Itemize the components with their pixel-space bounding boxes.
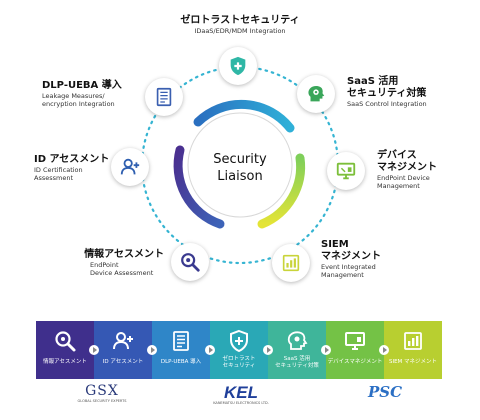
arrow-icon (205, 345, 215, 355)
step-id-assessment: ID アセスメント (94, 321, 157, 379)
arc-top (193, 99, 295, 133)
arc-left (173, 145, 225, 229)
step-zero-trust-label: ゼロトラスト セキュリティ (223, 356, 256, 370)
dlp-sub-1: Leakage Measures/ (42, 92, 105, 100)
siem-title-1: SIEM (321, 239, 349, 250)
bar-chart-icon (282, 254, 300, 272)
brain-gear-node (297, 75, 335, 113)
shield-node (219, 47, 257, 85)
document-node (145, 78, 183, 116)
search-node (171, 243, 209, 281)
dlp-title: DLP-UEBA 導入 (42, 80, 122, 91)
device-sub-1: EndPoint Device (377, 174, 430, 182)
id-assess-title: ID アセスメント (34, 154, 110, 165)
step-dlp: DLP-UEBA 導入 (152, 321, 215, 379)
gsx-logo-sub: GLOBAL SECURITY EXPERTS (77, 399, 127, 403)
step-info-assessment: 情報アセスメント (36, 321, 99, 379)
info-assess-title: 情報アセスメント (84, 249, 164, 260)
step-saas-label-2: セキュリティ対策 (275, 363, 319, 369)
device-label: デバイス マネジメント EndPoint Device Management (377, 150, 437, 190)
id-assess-label: ID アセスメント ID Certification Assessment (34, 154, 109, 182)
psc-logo: PSC (360, 384, 410, 401)
info-assess-sub-2: Device Assessment (90, 269, 154, 277)
step-siem: SIEM マネジメント (384, 321, 442, 379)
monitor-icon (345, 332, 365, 350)
document-icon (156, 87, 172, 107)
step-zero-trust: ゼロトラスト セキュリティ (210, 321, 273, 379)
device-title-1: デバイス (377, 150, 417, 161)
step-siem-label: SIEM マネジメント (388, 359, 438, 365)
psc-logo-text: PSC (367, 383, 403, 401)
center-title: Security Liaison (190, 151, 290, 185)
device-sub-2: Management (377, 182, 420, 190)
bar-chart-icon (404, 332, 422, 350)
add-user-node (111, 148, 149, 186)
saas-title-2: セキュリティ対策 (347, 88, 427, 99)
step-info-assessment-label: 情報アセスメント (43, 359, 87, 365)
kel-logo: KEL KANEMATSU ELECTRONICS LTD. (206, 384, 276, 406)
id-assess-sub-2: Assessment (34, 174, 73, 182)
kel-logo-sub: KANEMATSU ELECTRONICS LTD. (213, 401, 269, 405)
step-saas-label-1: SaaS 活用 (283, 356, 311, 362)
siem-label: SIEM マネジメント Event Integrated Management (321, 239, 381, 279)
step-device: デバイスマネジメント (326, 321, 389, 379)
saas-title-1: SaaS 活用 (347, 76, 399, 87)
inner-circle (187, 112, 293, 218)
dlp-label: DLP-UEBA 導入 Leakage Measures/ encryption… (42, 80, 122, 108)
siem-title-2: マネジメント (321, 251, 381, 262)
saas-label: SaaS 活用 セキュリティ対策 SaaS Control Integratio… (347, 76, 427, 108)
id-assess-sub-1: ID Certification (34, 166, 83, 174)
zero-trust-sub: IDaaS/EDR/MDM Integration (194, 27, 286, 35)
dlp-sub-2: encryption Integration (42, 100, 115, 108)
zero-trust-title: ゼロトラストセキュリティ (180, 15, 300, 26)
brain-gear-icon (287, 331, 308, 350)
step-zero-trust-label-2: セキュリティ (222, 363, 256, 369)
arrow-icon (89, 345, 99, 355)
center-title-line1: Security (213, 152, 267, 167)
step-saas-label: SaaS 活用 セキュリティ対策 (275, 356, 319, 370)
device-title-2: マネジメント (377, 162, 437, 173)
document-icon (173, 331, 189, 351)
arrow-icon (379, 345, 389, 355)
arrow-icon (263, 345, 273, 355)
magnifier-icon (55, 331, 76, 352)
gsx-logo-text: GSX (85, 383, 119, 399)
step-dlp-label: DLP-UEBA 導入 (160, 359, 202, 365)
add-user-icon (120, 158, 140, 175)
kel-logo-text: KEL (224, 383, 258, 402)
siem-sub-1: Event Integrated (321, 263, 376, 271)
step-id-assessment-label: ID アセスメント (102, 359, 144, 365)
arrow-icon (321, 345, 331, 355)
shield-icon (230, 56, 246, 76)
info-assess-sub-1: EndPoint (90, 261, 119, 269)
process-strip: 情報アセスメント ID アセスメント DLP-UEBA 導入 ゼロトラスト セキ… (36, 321, 442, 379)
siem-sub-2: Management (321, 271, 364, 279)
shield-icon (230, 329, 248, 353)
monitor-icon (336, 162, 356, 180)
step-zero-trust-label-1: ゼロトラスト (222, 356, 256, 362)
center-title-line2: Liaison (217, 169, 263, 184)
bar-chart-node (272, 244, 310, 282)
zero-trust-label: ゼロトラストセキュリティ IDaaS/EDR/MDM Integration (170, 15, 310, 35)
step-device-label: デバイスマネジメント (327, 359, 383, 365)
gsx-logo: GSX GLOBAL SECURITY EXPERTS (72, 384, 132, 404)
arrow-icon (147, 345, 157, 355)
step-saas: SaaS 活用 セキュリティ対策 (268, 321, 331, 379)
brain-gear-icon (308, 86, 325, 102)
add-user-icon (113, 332, 133, 350)
arc-right (257, 153, 306, 229)
saas-sub: SaaS Control Integration (347, 100, 427, 108)
monitor-node (327, 152, 365, 190)
info-assess-label: 情報アセスメント EndPoint Device Assessment (70, 249, 164, 277)
magnifier-icon (181, 253, 200, 272)
